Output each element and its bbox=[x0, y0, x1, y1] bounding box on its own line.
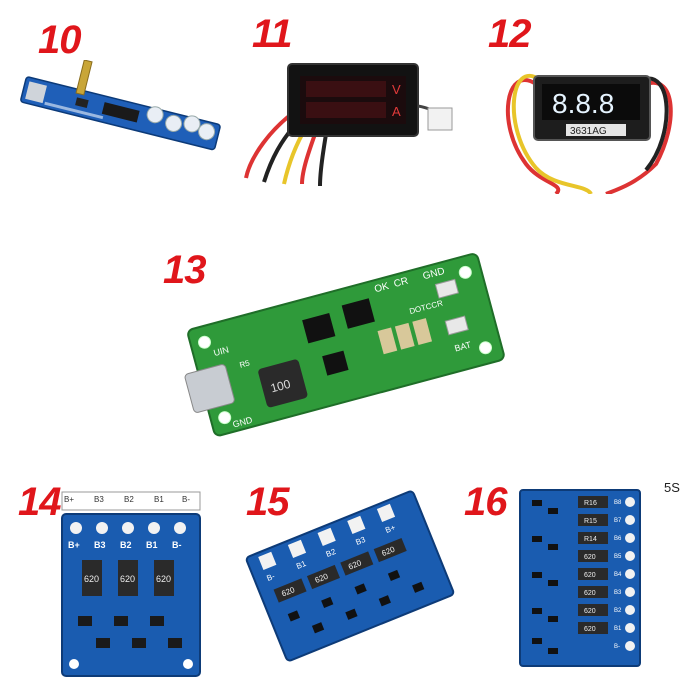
resistor-3: 620 bbox=[156, 574, 171, 584]
item-10-led-indicator-board bbox=[14, 59, 224, 170]
label-14: 14 bbox=[18, 480, 61, 524]
svg-text:B+: B+ bbox=[64, 495, 74, 504]
svg-text:620: 620 bbox=[584, 572, 596, 579]
inductor-label: 100 bbox=[269, 377, 292, 396]
pin15-b-plus: B+ bbox=[384, 523, 397, 535]
side-tag: 5S bbox=[664, 480, 680, 495]
label-ok: OK bbox=[373, 281, 390, 295]
svg-text:B5: B5 bbox=[614, 554, 622, 560]
svg-text:B6: B6 bbox=[614, 536, 622, 542]
label-12: 12 bbox=[488, 12, 531, 56]
label-16: 16 bbox=[464, 480, 507, 524]
label-cr: CR bbox=[393, 276, 410, 290]
item-16-8s-balance-board: B- B1 B2 B3 B4 B5 B6 B7 B8 R16 R15 R14 6… bbox=[518, 488, 642, 668]
meter-unit-v: V bbox=[392, 82, 401, 97]
svg-text:B-: B- bbox=[614, 644, 620, 650]
pin-b1: B1 bbox=[146, 540, 158, 550]
item-11-volt-amp-meter: V A bbox=[240, 48, 460, 188]
svg-text:R16: R16 bbox=[584, 500, 597, 507]
svg-text:B-: B- bbox=[182, 495, 190, 504]
resistor-1: 620 bbox=[84, 574, 99, 584]
svg-text:B2: B2 bbox=[124, 495, 134, 504]
label-10: 10 bbox=[38, 18, 81, 62]
meter-unit-a: A bbox=[392, 104, 401, 119]
pin15-b1: B1 bbox=[295, 559, 308, 571]
item-12-mini-voltmeter: 8.8.8 3631AG bbox=[496, 44, 680, 196]
svg-text:B1: B1 bbox=[154, 495, 164, 504]
resistor-2: 620 bbox=[120, 574, 135, 584]
svg-text:B7: B7 bbox=[614, 518, 622, 524]
svg-text:B3: B3 bbox=[94, 495, 104, 504]
pin15-b2: B2 bbox=[325, 547, 338, 559]
svg-text:620: 620 bbox=[584, 626, 596, 633]
pin15-b3: B3 bbox=[354, 535, 367, 547]
item-14-4s-balance-board: B+ B3 B2 B1 B- B+ B3 B2 B1 B- 620 620 62… bbox=[56, 488, 206, 680]
svg-text:620: 620 bbox=[584, 554, 596, 561]
meter-model: 3631AG bbox=[570, 126, 607, 137]
label-15: 15 bbox=[246, 480, 289, 524]
pin15-b-minus: B- bbox=[265, 571, 276, 582]
svg-text:B1: B1 bbox=[614, 626, 622, 632]
label-11: 11 bbox=[252, 12, 293, 56]
svg-text:B2: B2 bbox=[614, 608, 622, 614]
pin-b-plus: B+ bbox=[68, 540, 80, 550]
svg-text:R14: R14 bbox=[584, 536, 597, 543]
svg-text:R15: R15 bbox=[584, 518, 597, 525]
label-uin: UIN bbox=[212, 344, 230, 358]
pin-b3: B3 bbox=[94, 540, 106, 550]
svg-text:620: 620 bbox=[584, 608, 596, 615]
pin-b2: B2 bbox=[120, 540, 132, 550]
svg-text:B3: B3 bbox=[614, 590, 622, 596]
svg-text:8.8.8: 8.8.8 bbox=[552, 88, 614, 119]
label-13: 13 bbox=[163, 248, 206, 292]
svg-text:B8: B8 bbox=[614, 500, 622, 506]
item-13-usbc-charger-board: 100 OK CR GND UIN DOTCCR BAT GND R5 bbox=[180, 240, 510, 450]
svg-text:620: 620 bbox=[584, 590, 596, 597]
label-bat: BAT bbox=[453, 339, 472, 353]
label-r5: R5 bbox=[239, 358, 252, 369]
pin-b-minus: B- bbox=[172, 540, 182, 550]
svg-text:B4: B4 bbox=[614, 572, 622, 578]
item-15-balance-board-angled: B- B1 B2 B3 B+ 620 620 620 620 bbox=[244, 484, 456, 668]
